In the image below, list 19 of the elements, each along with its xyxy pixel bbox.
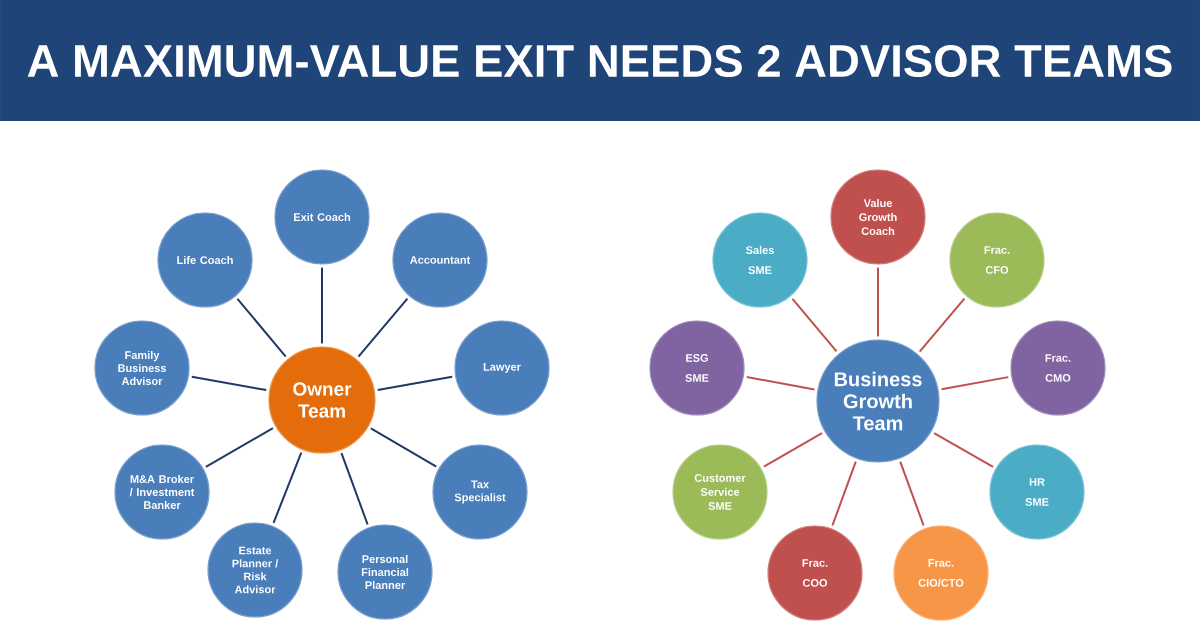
title-banner: A MAXIMUM-VALUE EXIT NEEDS 2 ADVISOR TEAMS [0,0,1200,121]
connector-line [369,427,438,468]
connector-line [933,432,995,468]
connector-line [899,460,925,527]
connector-line [745,376,816,391]
connector-line [877,266,879,338]
connector-line [190,375,268,392]
connector-line [340,452,369,526]
connector-line [762,432,824,468]
connector-line [204,427,274,468]
connector-line [272,451,303,524]
connector-line [831,460,857,527]
connector-line [376,375,454,392]
connector-line [321,266,323,345]
connector-line [918,297,966,353]
connector-line [940,376,1010,391]
connector-line [357,297,409,358]
connector-line [236,297,287,358]
connector-line [791,297,838,353]
